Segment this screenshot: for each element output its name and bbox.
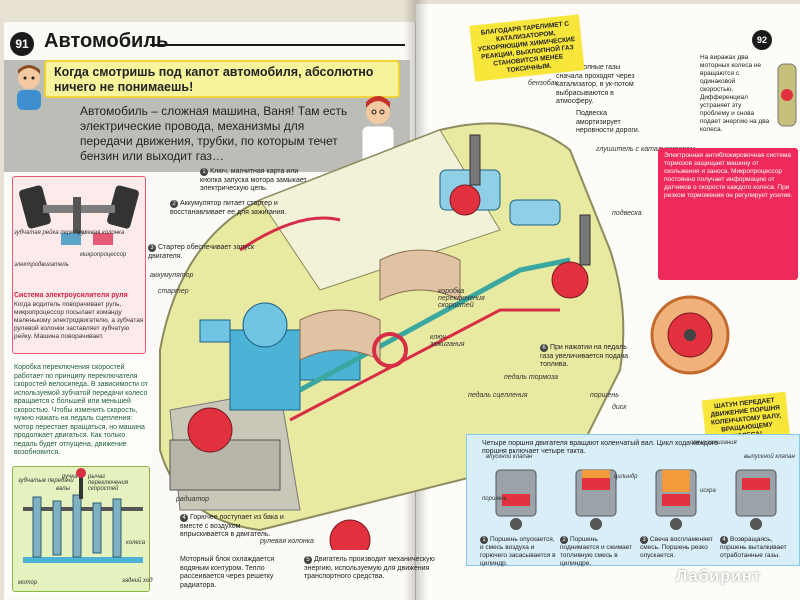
label-piston: поршень (590, 392, 619, 399)
brake-disc-icon (650, 295, 730, 375)
label-reverse: задний ход (122, 578, 153, 584)
title-rule (150, 44, 405, 46)
abs-box (658, 148, 798, 280)
callout-radiator: Моторный блок охлаждается водяным контур… (180, 556, 275, 589)
label-exhaust-valve: выпускной клапан (744, 454, 795, 460)
label-battery: аккумулятор (150, 272, 194, 279)
piston-step-1-text: Поршень опускается, и смесь воздуха и го… (480, 536, 556, 567)
page-number-left: 91 (10, 32, 34, 56)
steering-diagram-icon (19, 185, 139, 245)
piston-step-3-text: Свеча воспламеняет смесь. Поршень резко … (640, 536, 714, 559)
callout-engine-text: Двигатель производит механическую энерги… (304, 556, 435, 580)
label-clutch-pedal: педаль сцепления (468, 392, 528, 399)
label-disc: диск (612, 404, 627, 411)
label-column: рулевая колонка (78, 230, 125, 236)
label-ignition-key: ключ зажигания (430, 334, 465, 348)
steering-title: Система электроусилителя руля (14, 292, 128, 299)
page-number-right: 92 (752, 30, 772, 50)
label-processor: микропроцессор (80, 252, 127, 258)
label-fuel-tank: бензобак (528, 80, 558, 87)
callout-gas-pedal-text: При нажатии на педаль газа увеличивается… (540, 344, 629, 368)
piston-step-4-text: Возвращаясь, поршень выталкивает отработ… (720, 536, 787, 559)
label-spark-plug: свеча зажигания (690, 440, 737, 446)
label-suspension: подвеска (612, 210, 642, 217)
label-piston-small: поршень (482, 496, 507, 502)
label-steering-column: рулевая колонка (260, 538, 314, 545)
label-intake-valve: впускной клапан (486, 454, 533, 460)
label-shafts: валы (56, 486, 71, 492)
catalyst-note: БЛАГОДАРЯ ТАРЕЛИМЕТ С КАТАЛИЗАТОРОМ, УСК… (469, 14, 585, 82)
callout-exhaust-text: Выхлопные газы сначала проходят через ка… (556, 64, 635, 105)
page-title: Автомобиль (44, 30, 169, 52)
label-cylinder: цилиндр (614, 474, 638, 480)
callout-key-text: Ключ, магнитная карта или кнопка запуска… (200, 168, 307, 192)
label-muffler: глушитель с катализатором (596, 146, 695, 153)
pistons-intro: Четыре поршня двигателя вращают коленчат… (482, 440, 719, 455)
label-gears: зубчатые передачи (18, 478, 74, 484)
piston-step-2-text: Поршень поднимается и сжимает топливную … (560, 536, 633, 567)
label-starter: стартер (158, 288, 189, 295)
gearbox-text: Коробка переключения скоростей работает … (14, 364, 148, 456)
label-brake-pedal: педаль тормоза (504, 374, 559, 381)
callout-battery-text: Аккумулятор питает стартер и восстанавли… (170, 200, 287, 216)
abs-text: Электронная антиблокировочная система то… (664, 152, 793, 199)
label-spark: искра (700, 488, 716, 494)
callout-starter-text: Стартер обеспечивает запуск двигателя. (148, 244, 255, 260)
label-radiator: радиатор (176, 496, 209, 503)
kid-speech-bubble: Когда смотришь под капот автомобиля, абс… (44, 60, 400, 98)
label-wheels: колеса (126, 540, 146, 546)
steering-text: Когда водитель поворачивает руль, микроп… (14, 301, 144, 340)
steering-system-box (12, 176, 146, 354)
car-cutaway-illustration (159, 122, 625, 550)
gearbox-diagram (12, 466, 150, 592)
callout-suspension: Подвеска амортизирует неровности дороги. (576, 110, 640, 134)
label-rack: зубчатая рейка передачи (14, 230, 87, 236)
label-gearbox: коробка переключения скоростей (438, 288, 485, 309)
label-gear-motor: мотор (18, 580, 38, 586)
differential-text: На виражах два моторных колеса не вращаю… (700, 54, 770, 133)
label-knob: ручка (62, 474, 78, 480)
label-lever: рычаг переключения скоростей (88, 474, 129, 492)
labirint-watermark: Лабиринт (676, 568, 762, 585)
callout-fuel-text: Горючее поступает из бака и вместе с воз… (180, 514, 284, 538)
differential-icon (777, 63, 797, 127)
boy-character-icon (17, 65, 41, 110)
gearbox-illustration (23, 468, 143, 563)
label-motor: электродвигатель (14, 262, 69, 268)
doctor-speech: Автомобиль – сложная машина, Ваня! Там е… (80, 104, 348, 163)
pistons-diagram (495, 469, 777, 530)
